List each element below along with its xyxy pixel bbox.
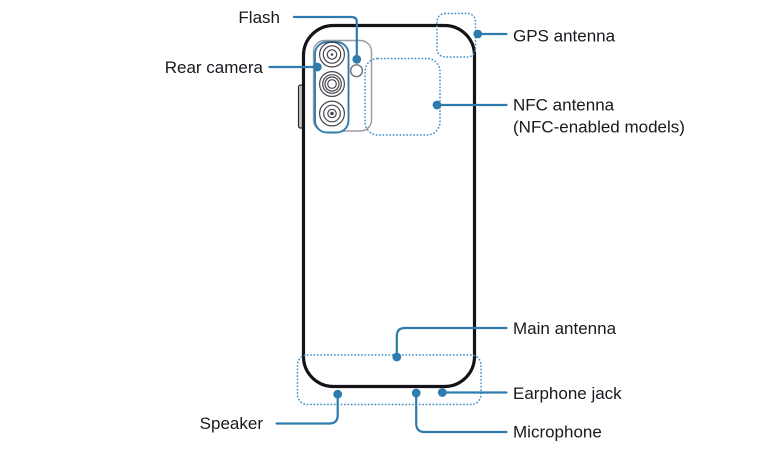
main-antenna-region [296,354,482,406]
microphone-connector-dot [411,388,421,398]
microphone-connector-line [415,396,508,434]
nfc-antenna-region [364,57,441,136]
rear-camera-label: Rear camera [165,58,264,77]
microphone-label: Microphone [513,423,602,442]
nfc-antenna-note-label: (NFC-enabled models) [513,118,685,137]
camera-lens-1 [319,41,346,68]
speaker-connector-dot [333,389,343,399]
gps-antenna-region [436,12,477,58]
camera-lens-3 [319,100,346,127]
rear-camera-connector-dot [312,62,322,72]
earphone-jack-connector-dot [437,388,447,397]
flash-led [349,64,364,78]
speaker-label: Speaker [200,414,264,433]
nfc-antenna-label: NFC antenna [513,96,615,115]
main-antenna-connector-line [395,326,508,355]
gps-antenna-connector-dot [473,29,483,39]
flash-label: Flash [238,8,280,27]
gps-antenna-label: GPS antenna [513,27,616,46]
speaker-connector-line [275,397,339,425]
flash-connector-dot [352,54,362,64]
main-antenna-label: Main antenna [513,319,617,338]
nfc-antenna-connector-dot [432,100,442,110]
main-antenna-connector-dot [392,352,402,362]
camera-lens-2 [319,70,346,97]
earphone-jack-label: Earphone jack [513,384,622,403]
flash-connector-line [292,15,358,58]
